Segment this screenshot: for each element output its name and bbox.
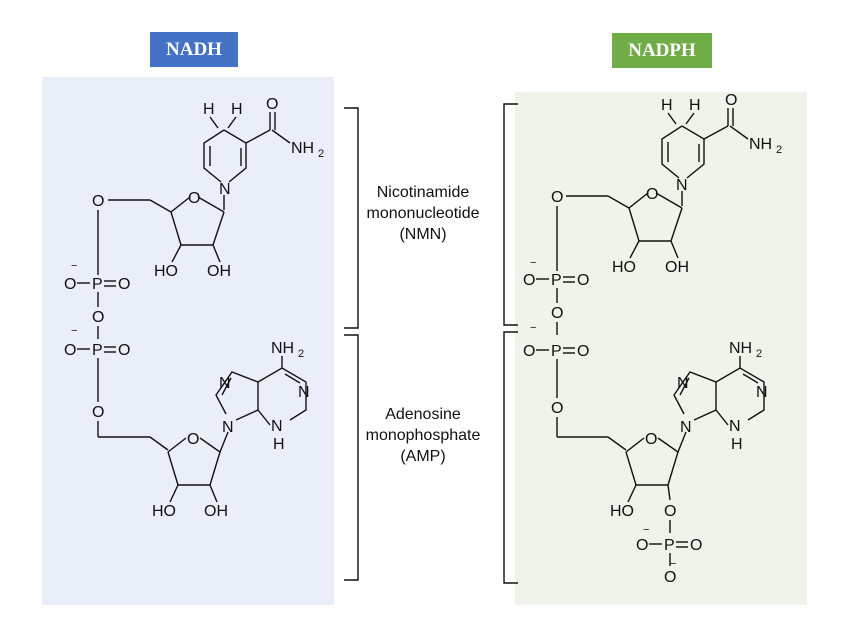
nadh-panel — [42, 77, 334, 605]
amp-label-line-3: (AMP) — [400, 448, 446, 465]
subscript-2: 2 — [318, 148, 324, 160]
atom-o: O — [187, 431, 199, 448]
atom-o: O — [645, 431, 657, 448]
ho-group: HO — [610, 503, 634, 520]
atom-n: N — [680, 419, 692, 436]
nmn-label-line-1: Nicotinamide — [376, 184, 470, 201]
atom-h: H — [661, 97, 673, 114]
atom-o: O — [551, 305, 563, 322]
atom-nh: NH — [291, 140, 314, 157]
atom-o: O — [664, 569, 676, 586]
atom-o: O — [266, 96, 278, 113]
ho-group: HO — [612, 259, 636, 276]
amp-label-line-2: monophosphate — [365, 427, 481, 444]
oh-group: OH — [665, 259, 689, 276]
atom-o: O — [118, 342, 130, 359]
atom-p: P — [92, 342, 103, 359]
atom-n: N — [756, 384, 768, 401]
nadh-molecule: H H N O NH 2 O HO OH O − O P O — [64, 96, 324, 520]
atom-n: N — [677, 375, 689, 392]
atom-nh: NH — [271, 340, 294, 357]
nmn-label-line-3: (NMN) — [399, 226, 447, 243]
atom-nh: NH — [729, 340, 752, 357]
nmn-label-line-2: mononucleotide — [366, 205, 480, 222]
atom-nh: NH — [749, 136, 772, 153]
amp-label-line-1: Adenosine — [385, 406, 461, 423]
atom-p: P — [551, 343, 562, 360]
atom-p: P — [92, 276, 103, 293]
atom-nh: N — [729, 418, 741, 435]
atom-o: O — [92, 404, 104, 421]
atom-o: O — [636, 537, 648, 554]
charge-minus: − — [643, 524, 649, 536]
atom-n: N — [219, 375, 231, 392]
atom-o: O — [664, 503, 676, 520]
atom-n: N — [298, 384, 310, 401]
charge-minus: − — [530, 257, 536, 269]
nadph-title-badge: NADPH — [612, 33, 712, 68]
subscript-2: 2 — [298, 348, 304, 360]
atom-h: H — [731, 436, 743, 453]
atom-n: N — [676, 177, 688, 194]
atom-o: O — [92, 309, 104, 326]
bracket-nadh-nmn — [344, 107, 359, 329]
nadh-title-badge: NADH — [150, 32, 238, 67]
oh-group: OH — [204, 503, 228, 520]
atom-o: O — [92, 193, 104, 210]
charge-minus: − — [71, 260, 77, 272]
atom-h: H — [273, 436, 285, 453]
atom-n: N — [222, 419, 234, 436]
amp-label: Adenosine monophosphate (AMP) — [323, 404, 523, 467]
atom-o: O — [551, 400, 563, 417]
charge-minus: − — [670, 558, 676, 570]
ho-group: HO — [152, 503, 176, 520]
nmn-label: Nicotinamide mononucleotide (NMN) — [323, 182, 523, 245]
charge-minus: − — [71, 325, 77, 337]
atom-o: O — [64, 342, 76, 359]
atom-o: O — [690, 537, 702, 554]
subscript-2: 2 — [776, 144, 782, 156]
atom-o: O — [577, 272, 589, 289]
atom-o: O — [64, 276, 76, 293]
atom-o: O — [188, 190, 200, 207]
bracket-nadph-nmn — [503, 103, 518, 326]
atom-o: O — [523, 343, 535, 360]
atom-nh: N — [271, 418, 283, 435]
ho-group: HO — [154, 263, 178, 280]
charge-minus: − — [530, 322, 536, 334]
subscript-2: 2 — [756, 348, 762, 360]
atom-h: H — [689, 97, 701, 114]
bracket-nadph-amp — [503, 331, 518, 584]
atom-p: P — [551, 272, 562, 289]
atom-o: O — [725, 92, 737, 109]
atom-p: P — [664, 537, 675, 554]
atom-h: H — [231, 101, 243, 118]
nadph-molecule: H H N O NH 2 O HO OH O − O P O O — [523, 92, 782, 586]
atom-o: O — [118, 276, 130, 293]
bracket-nadh-amp — [344, 334, 359, 581]
oh-group: OH — [207, 263, 231, 280]
atom-h: H — [203, 101, 215, 118]
atom-n: N — [219, 181, 231, 198]
atom-o: O — [646, 186, 658, 203]
atom-o: O — [577, 343, 589, 360]
atom-o: O — [523, 272, 535, 289]
atom-o: O — [551, 189, 563, 206]
